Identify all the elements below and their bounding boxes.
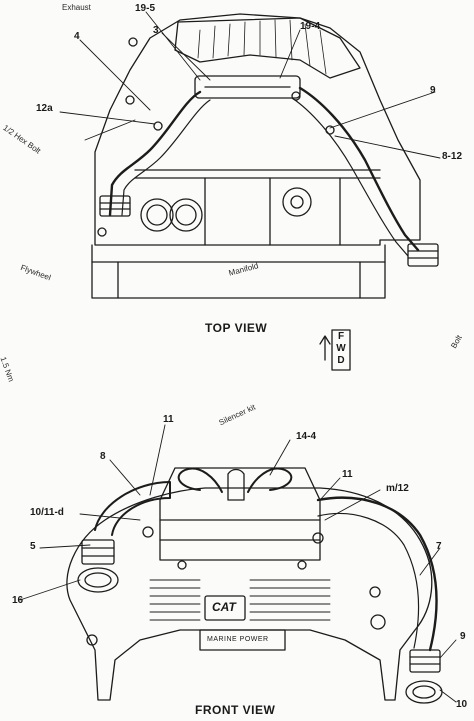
callout-front-m-12: m/12 (386, 483, 409, 494)
top-view-drawing (59, 11, 441, 299)
front-left-outlet (77, 567, 119, 593)
front-cooling-fins (149, 579, 331, 621)
callout-8-12: 8-12 (442, 151, 463, 162)
callout-front-10: 10 (456, 699, 468, 710)
plate-text: MARINE POWER (207, 636, 269, 643)
callout-front-10-11-d: 10/11-d (30, 507, 64, 518)
fwd-letter-w: W (336, 343, 346, 354)
fwd-arrow-drawing (319, 329, 351, 371)
callout-front-14-4: 14-4 (296, 431, 317, 442)
front-leader-lines (19, 424, 457, 703)
top-engine-outline (94, 13, 421, 246)
callout-9: 9 (430, 85, 436, 96)
callout-front-8: 8 (100, 451, 106, 462)
top-right-exhaust-pipe (298, 86, 420, 252)
top-left-exhaust-pipe-inner (121, 99, 211, 216)
top-base-outline (91, 244, 386, 299)
front-manifold-right-loop (247, 467, 293, 493)
callout-19-4: 19-4 (300, 21, 321, 32)
front-left-riser (94, 481, 171, 536)
top-right-exhaust-pipe-inner (291, 97, 409, 257)
callout-front-16: 16 (12, 595, 24, 606)
top-manifold-hatching (197, 19, 327, 75)
top-exhaust-manifold (174, 17, 361, 79)
top-view-title: TOP VIEW (205, 321, 268, 335)
callout-front-11: 11 (163, 414, 174, 425)
top-filter (282, 187, 312, 217)
front-valve-cover (159, 467, 321, 561)
top-left-clamp (99, 195, 131, 217)
front-manifold-left-loop (177, 467, 223, 493)
fwd-letter-d: D (337, 355, 345, 366)
front-name-plate (199, 629, 286, 651)
front-engine-outline (66, 487, 433, 701)
top-right-clamp (407, 243, 439, 267)
logo-text: CAT (212, 600, 236, 614)
front-view-drawing (19, 424, 457, 704)
top-center-bracket (194, 75, 301, 99)
callout-3: 3 (153, 25, 159, 36)
front-view-title: FRONT VIEW (195, 703, 276, 717)
top-left-exhaust-pipe (108, 90, 202, 217)
front-right-riser (316, 496, 438, 652)
callout-front-7: 7 (436, 541, 442, 552)
top-turbo-left (140, 198, 174, 232)
callout-4: 4 (74, 31, 80, 42)
top-leader-lines (59, 11, 441, 159)
top-turbo-right (169, 198, 203, 232)
callout-front-9: 9 (460, 631, 466, 642)
note-top-left: Exhaust (62, 3, 91, 12)
callout-12a: 12a (36, 103, 53, 114)
callout-19-5: 19-5 (135, 3, 156, 14)
front-logo-box (204, 595, 246, 621)
front-right-outlet (405, 680, 443, 704)
callout-front-5: 5 (30, 541, 36, 552)
callout-front-11-right: 11 (342, 469, 353, 480)
fwd-letter-f: F (337, 331, 345, 342)
